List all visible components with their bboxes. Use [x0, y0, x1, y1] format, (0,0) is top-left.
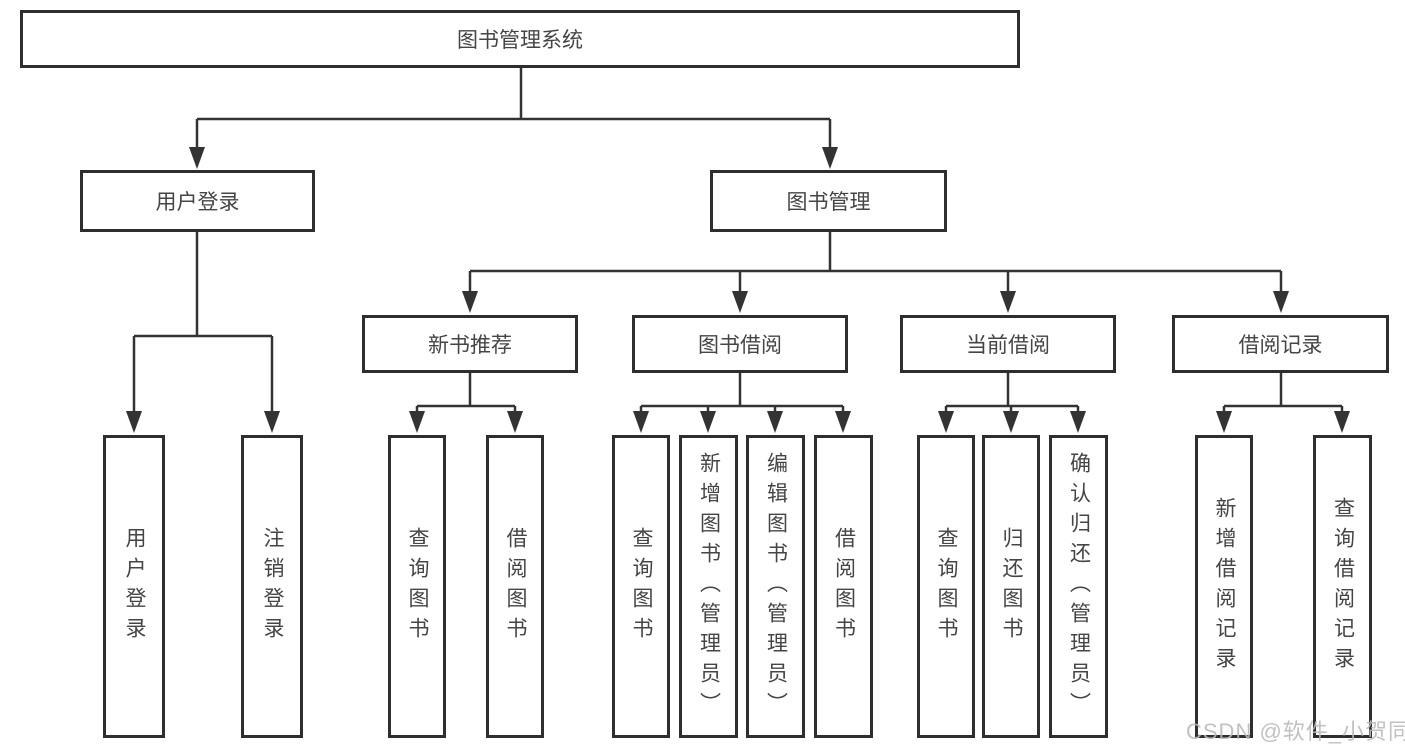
arrowhead: [633, 411, 649, 433]
arrowhead: [264, 411, 280, 433]
node-label: 图书管理: [786, 191, 871, 214]
node-leaf-return-books: 归还图书: [982, 435, 1040, 738]
node-leaf-borrow-books-2: 借阅图书: [814, 435, 873, 738]
node-label: 借阅图书: [832, 526, 856, 647]
arrowhead: [1334, 411, 1350, 433]
arrowhead: [1003, 411, 1019, 433]
node-label: 用户登录: [123, 526, 146, 647]
arrowhead: [1000, 291, 1016, 313]
arrowhead: [126, 411, 142, 433]
arrowhead: [189, 147, 205, 169]
node-current-borrowing: 当前借阅: [900, 315, 1116, 373]
node-label: 查询图书: [406, 526, 429, 647]
node-label: 归还图书: [1000, 526, 1023, 647]
edge-userlogin-to-leaves: [126, 232, 280, 433]
edge-borrow-to-leaves: [633, 373, 851, 433]
node-leaf-query-books-1: 查询图书: [388, 435, 446, 738]
node-label: 查询图书: [935, 526, 958, 647]
arrowhead: [732, 291, 748, 313]
edge-bookmgmt-to-level3: [462, 232, 1289, 313]
node-user-login-branch: 用户登录: [80, 170, 315, 232]
node-leaf-borrow-books-1: 借阅图书: [486, 435, 544, 738]
edge-newbook-to-leaves: [409, 373, 523, 433]
arrowhead: [822, 147, 838, 169]
node-leaf-add-books-admin: 新增图书（管理员）: [679, 435, 738, 738]
node-label: 新增借阅记录: [1213, 496, 1236, 677]
node-borrowing-records: 借阅记录: [1172, 315, 1389, 373]
node-label: 当前借阅: [966, 334, 1050, 357]
node-leaf-query-books-3: 查询图书: [917, 435, 975, 738]
node-label: 查询借阅记录: [1331, 496, 1355, 677]
arrowhead: [1070, 411, 1086, 433]
arrowhead: [1273, 291, 1289, 313]
csdn-watermark: CSDN @软件_小贺同学: [1186, 719, 1405, 744]
node-label: 图书管理系统: [457, 29, 583, 52]
node-leaf-confirm-return-admin: 确认归还（管理员）: [1049, 435, 1108, 738]
arrowhead: [462, 291, 478, 313]
node-label: 用户登录: [155, 191, 240, 214]
node-leaf-query-books-2: 查询图书: [612, 435, 670, 738]
arrowhead: [700, 411, 716, 433]
edge-current-to-leaves: [938, 373, 1086, 433]
node-new-book-recommend: 新书推荐: [362, 315, 578, 373]
node-label: 借阅记录: [1238, 334, 1323, 357]
arrowhead: [835, 411, 851, 433]
edge-root-to-level2: [189, 68, 838, 169]
arrowhead: [409, 411, 425, 433]
node-leaf-edit-books-admin: 编辑图书（管理员）: [746, 435, 805, 738]
node-book-borrowing: 图书借阅: [632, 315, 848, 373]
node-label: 新书推荐: [428, 334, 512, 357]
node-label: 新增图书（管理员）: [697, 451, 721, 722]
node-label: 确认归还（管理员）: [1067, 451, 1091, 722]
node-leaf-add-borrow-record: 新增借阅记录: [1195, 435, 1253, 738]
edge-record-to-leaves: [1216, 373, 1350, 433]
arrowhead: [1216, 411, 1232, 433]
node-label: 借阅图书: [504, 526, 527, 647]
node-root-system: 图书管理系统: [20, 10, 1020, 68]
node-leaf-logout: 注销登录: [241, 435, 303, 738]
arrowhead: [507, 411, 523, 433]
node-label: 注销登录: [261, 526, 284, 647]
arrowhead: [938, 411, 954, 433]
node-leaf-user-login: 用户登录: [103, 435, 165, 738]
node-leaf-query-borrow-record: 查询借阅记录: [1313, 435, 1372, 738]
node-label: 查询图书: [630, 526, 653, 647]
node-book-management-branch: 图书管理: [710, 170, 947, 232]
node-label: 图书借阅: [698, 334, 782, 357]
arrowhead: [767, 411, 783, 433]
node-label: 编辑图书（管理员）: [764, 451, 788, 722]
